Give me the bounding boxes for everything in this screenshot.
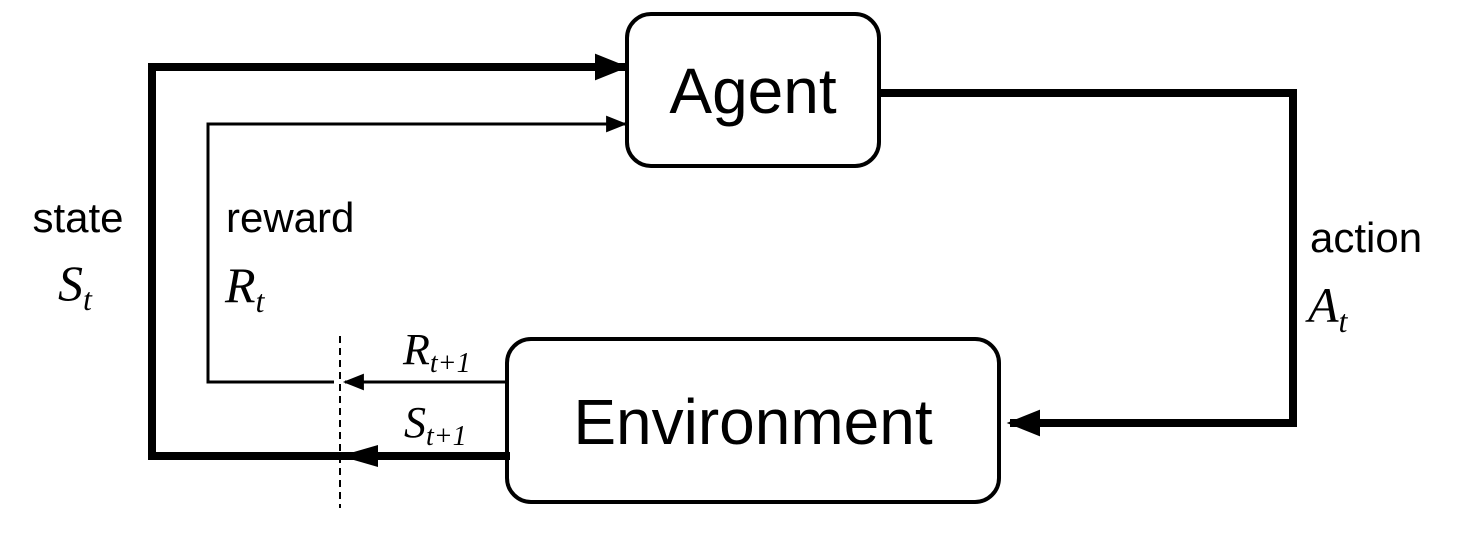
action-symbol-subscript: t <box>1339 303 1349 339</box>
action-symbol-letter: A <box>1305 277 1339 333</box>
state-symbol-letter: S <box>58 255 83 311</box>
next-reward-label: Rt+1 <box>402 325 471 379</box>
next-state-subscript: t+1 <box>426 421 467 452</box>
action-label-group: action At <box>1305 214 1422 339</box>
reward-symbol-subscript: t <box>256 283 266 319</box>
agent-label: Agent <box>669 55 836 127</box>
reward-label-group: reward Rt <box>224 194 354 319</box>
state-symbol: St <box>58 255 93 317</box>
state-symbol-subscript: t <box>83 281 93 317</box>
action-symbol: At <box>1305 277 1349 339</box>
state-arrow <box>148 53 629 460</box>
action-word: action <box>1310 214 1422 261</box>
next-state-letter: S <box>404 398 426 447</box>
environment-node: Environment <box>505 337 1001 504</box>
reward-symbol: Rt <box>224 257 266 319</box>
agent-node: Agent <box>625 12 881 168</box>
action-arrow <box>879 89 1297 437</box>
environment-label: Environment <box>573 386 933 458</box>
next-state-label: St+1 <box>404 398 467 452</box>
next-state-arrowhead <box>340 445 378 467</box>
reward-arrow <box>206 115 628 384</box>
reward-word: reward <box>226 194 354 241</box>
next-reward-letter: R <box>402 325 430 374</box>
environment-box <box>505 337 1001 504</box>
state-label-group: state St <box>32 194 123 317</box>
state-word: state <box>32 194 123 241</box>
reward-symbol-letter: R <box>224 257 256 313</box>
next-reward-subscript: t+1 <box>430 348 471 379</box>
